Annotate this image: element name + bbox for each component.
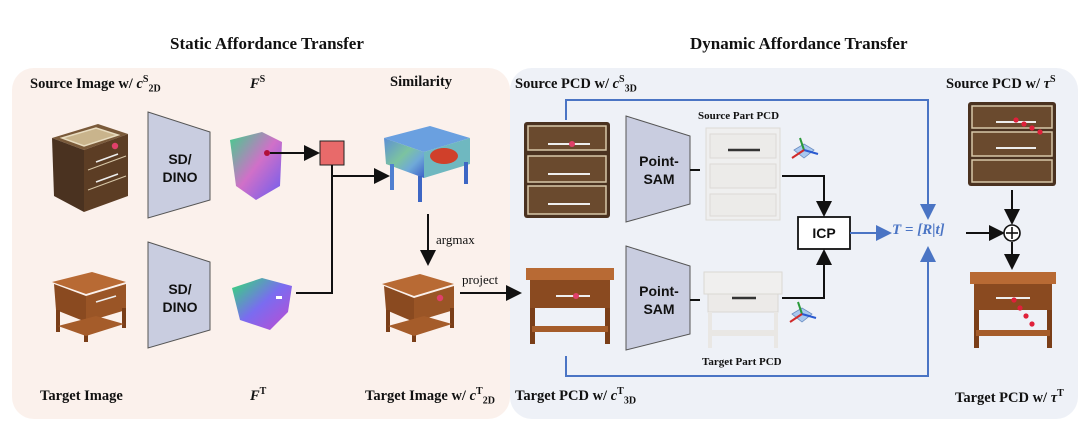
icp-box	[797, 216, 851, 250]
encoder-bottom-label: SD/ DINO	[162, 281, 198, 315]
point-sam-bottom-shape	[625, 245, 691, 351]
source-pcd-label: Source PCD w/ cS3D	[515, 74, 637, 95]
target-part-pcd	[703, 271, 783, 348]
encoder-top-shape	[147, 111, 211, 219]
source-part-pcd-label: Source Part PCD	[698, 110, 780, 122]
target-image-with-point	[382, 274, 454, 342]
static-transfer-title: Static Affordance Transfer	[170, 34, 364, 53]
target-image-with-point-label: Target Image w/ cT2D	[365, 386, 495, 407]
target-pcd-trajectory	[970, 272, 1056, 348]
point-sam-bottom-label: Point- SAM	[639, 283, 679, 317]
point-sam-top-label: Point- SAM	[639, 153, 679, 187]
source-axis-gizmo	[791, 137, 819, 159]
source-pcd-trajectory	[968, 102, 1056, 186]
icp-label: ICP	[812, 225, 836, 241]
target-pcd-nightstand	[526, 268, 614, 344]
source-pcd-trajectory-label: Source PCD w/ τS	[946, 74, 1056, 92]
source-feature-map	[230, 132, 282, 200]
similarity-heatmap	[384, 126, 470, 202]
source-pcd-cabinet	[524, 122, 610, 218]
transform-label: T = [R|t]	[892, 222, 945, 238]
target-axis-gizmo	[789, 301, 817, 323]
matched-feature-square	[319, 140, 345, 166]
source-feature-label: FS	[250, 74, 266, 92]
source-cabinet-image	[52, 124, 128, 212]
encoder-bottom-shape	[147, 241, 211, 349]
target-nightstand-image	[52, 272, 126, 342]
dynamic-transfer-title: Dynamic Affordance Transfer	[690, 34, 908, 53]
target-pcd-trajectory-label: Target PCD w/ τT	[955, 388, 1064, 406]
target-image-label: Target Image	[40, 388, 123, 404]
target-pcd-label: Target PCD w/ cT3D	[515, 386, 637, 407]
project-label: project	[462, 272, 499, 287]
target-feature-map	[232, 278, 292, 330]
similarity-label: Similarity	[390, 74, 453, 90]
target-part-pcd-label: Target Part PCD	[702, 356, 782, 368]
source-image-label: Source Image w/ cS2D	[30, 74, 161, 95]
point-sam-top-shape	[625, 115, 691, 223]
source-part-pcd	[705, 127, 781, 221]
argmax-label: argmax	[436, 232, 475, 247]
target-feature-label: FT	[250, 386, 267, 404]
encoder-top-label: SD/ DINO	[162, 151, 198, 185]
